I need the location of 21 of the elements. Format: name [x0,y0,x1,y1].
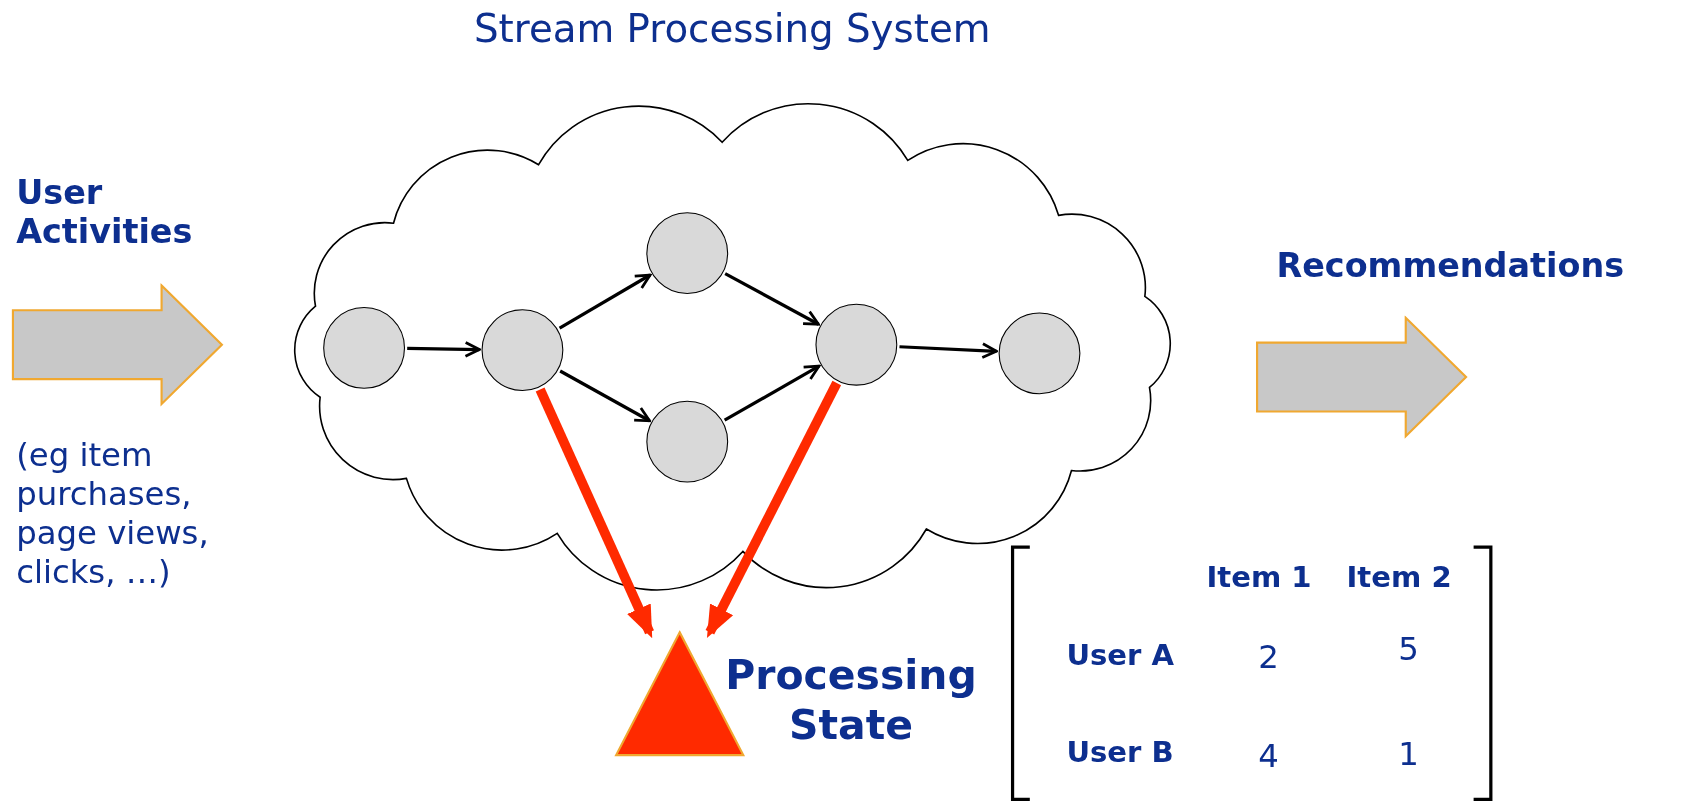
arrow-heading: Recommendations [1276,245,1625,286]
arrow [899,342,998,359]
arrow [559,369,651,423]
arrow [724,272,820,326]
arrow [723,364,821,422]
matrix-value: 5 [1398,630,1419,669]
arrow-heading: User Activities [16,172,194,253]
matrix-value: 4 [1258,736,1279,776]
arrow [535,387,654,639]
arrow [558,273,652,330]
arrow [705,380,842,639]
arrow-caption: (eg item purchases, page views, clicks, …) [16,436,210,592]
column-header: Item 1 [1206,560,1312,596]
matrix-value: 1 [1398,734,1419,774]
state-label: Processing State [724,651,978,750]
arrow [407,341,481,358]
row-header: User A [1066,637,1175,673]
row-header: User B [1066,734,1174,770]
cloud-title: Stream Processing System [473,5,991,52]
column-header: Item 2 [1346,560,1452,596]
matrix-value: 2 [1258,637,1279,677]
